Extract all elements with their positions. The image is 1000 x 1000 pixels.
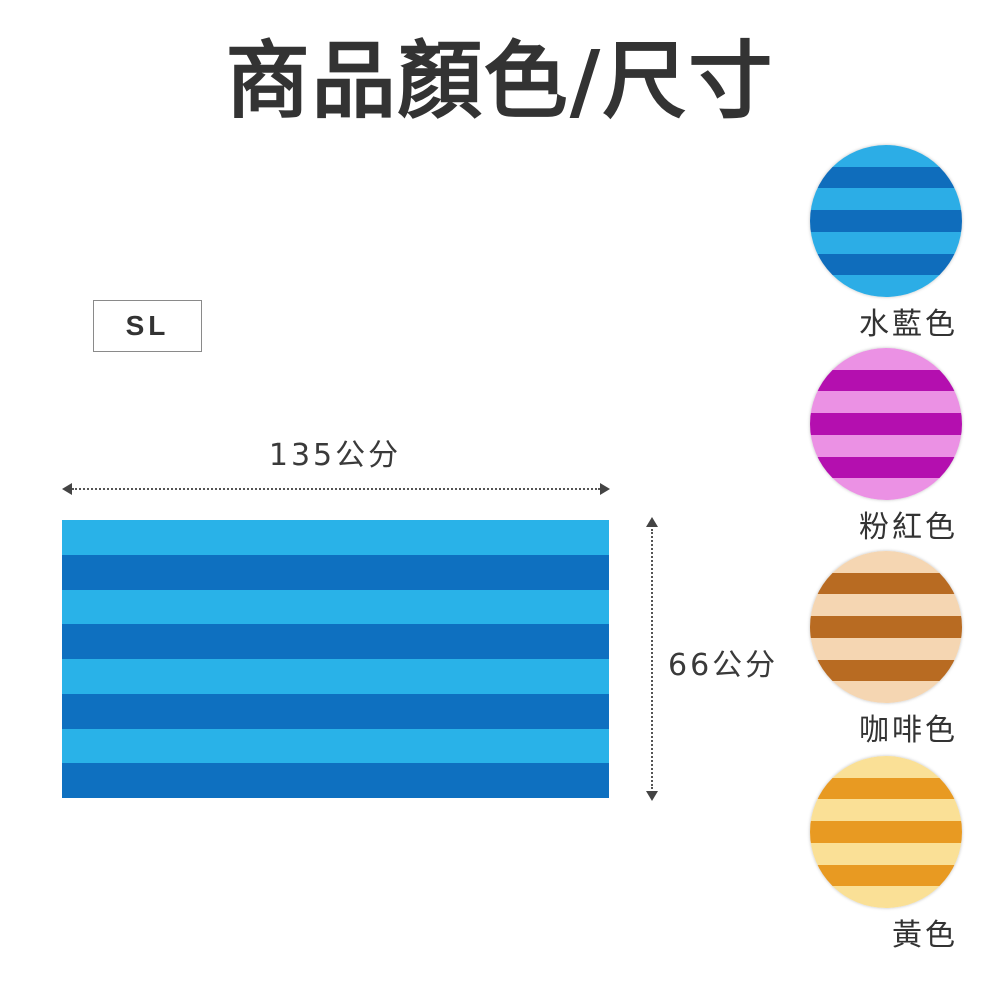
swatch-band (810, 886, 962, 908)
color-swatch-pink[interactable]: 粉紅色 (808, 348, 964, 546)
color-label: 粉紅色 (859, 510, 958, 545)
towel-stripe (62, 589, 609, 625)
swatch-band (810, 659, 962, 682)
swatch-band (810, 210, 962, 232)
swatch-band (810, 253, 962, 276)
page-title: 商品顏色/尺寸 (225, 32, 775, 130)
swatch-band (810, 166, 962, 189)
stripe-swatch-icon (810, 551, 962, 703)
towel-stripe (62, 763, 609, 798)
swatch-band (810, 551, 962, 573)
color-label: 黃色 (892, 918, 958, 953)
swatch-band (810, 391, 962, 414)
swatch-band (810, 231, 962, 254)
stripe-swatch-icon (810, 348, 962, 500)
swatch-band (810, 594, 962, 617)
color-label: 咖啡色 (859, 713, 958, 748)
color-swatch-yellow[interactable]: 黃色 (808, 756, 964, 954)
swatch-band (810, 821, 962, 843)
dotted-line (651, 529, 653, 789)
swatch-band (810, 478, 962, 500)
arrow-up-icon (646, 517, 658, 527)
swatch-band (810, 777, 962, 800)
towel-stripe (62, 624, 609, 659)
swatch-band (810, 145, 962, 167)
towel-stripe (62, 659, 609, 694)
stripe-swatch-icon (810, 756, 962, 908)
height-dimension-label: 66公分 (668, 648, 779, 683)
swatch-band (810, 348, 962, 370)
color-swatch-coffee[interactable]: 咖啡色 (808, 551, 964, 749)
color-swatch-aqua[interactable]: 水藍色 (808, 145, 964, 343)
swatch-band (810, 616, 962, 638)
color-label: 水藍色 (859, 307, 958, 342)
towel-stripe (62, 520, 609, 555)
width-dimension-label: 135公分 (268, 438, 402, 473)
swatch-band (810, 434, 962, 457)
swatch-band (810, 369, 962, 392)
swatch-band (810, 275, 962, 297)
swatch-band (810, 188, 962, 211)
towel-stripe (62, 728, 609, 764)
dotted-line (72, 488, 600, 490)
swatch-band (810, 572, 962, 595)
stripe-swatch-icon (810, 145, 962, 297)
towel-illustration (62, 520, 609, 798)
arrow-left-icon (62, 483, 72, 495)
towel-stripe (62, 693, 609, 729)
swatch-band (810, 799, 962, 822)
arrow-down-icon (646, 791, 658, 801)
swatch-band (810, 637, 962, 660)
swatch-band (810, 842, 962, 865)
swatch-band (810, 756, 962, 778)
size-tag: SL (93, 300, 202, 352)
towel-stripe (62, 554, 609, 590)
swatch-band (810, 681, 962, 703)
swatch-band (810, 864, 962, 887)
width-dimension-arrow (62, 480, 610, 498)
swatch-band (810, 456, 962, 479)
arrow-right-icon (600, 483, 610, 495)
swatch-band (810, 413, 962, 435)
height-dimension-arrow (643, 517, 661, 801)
